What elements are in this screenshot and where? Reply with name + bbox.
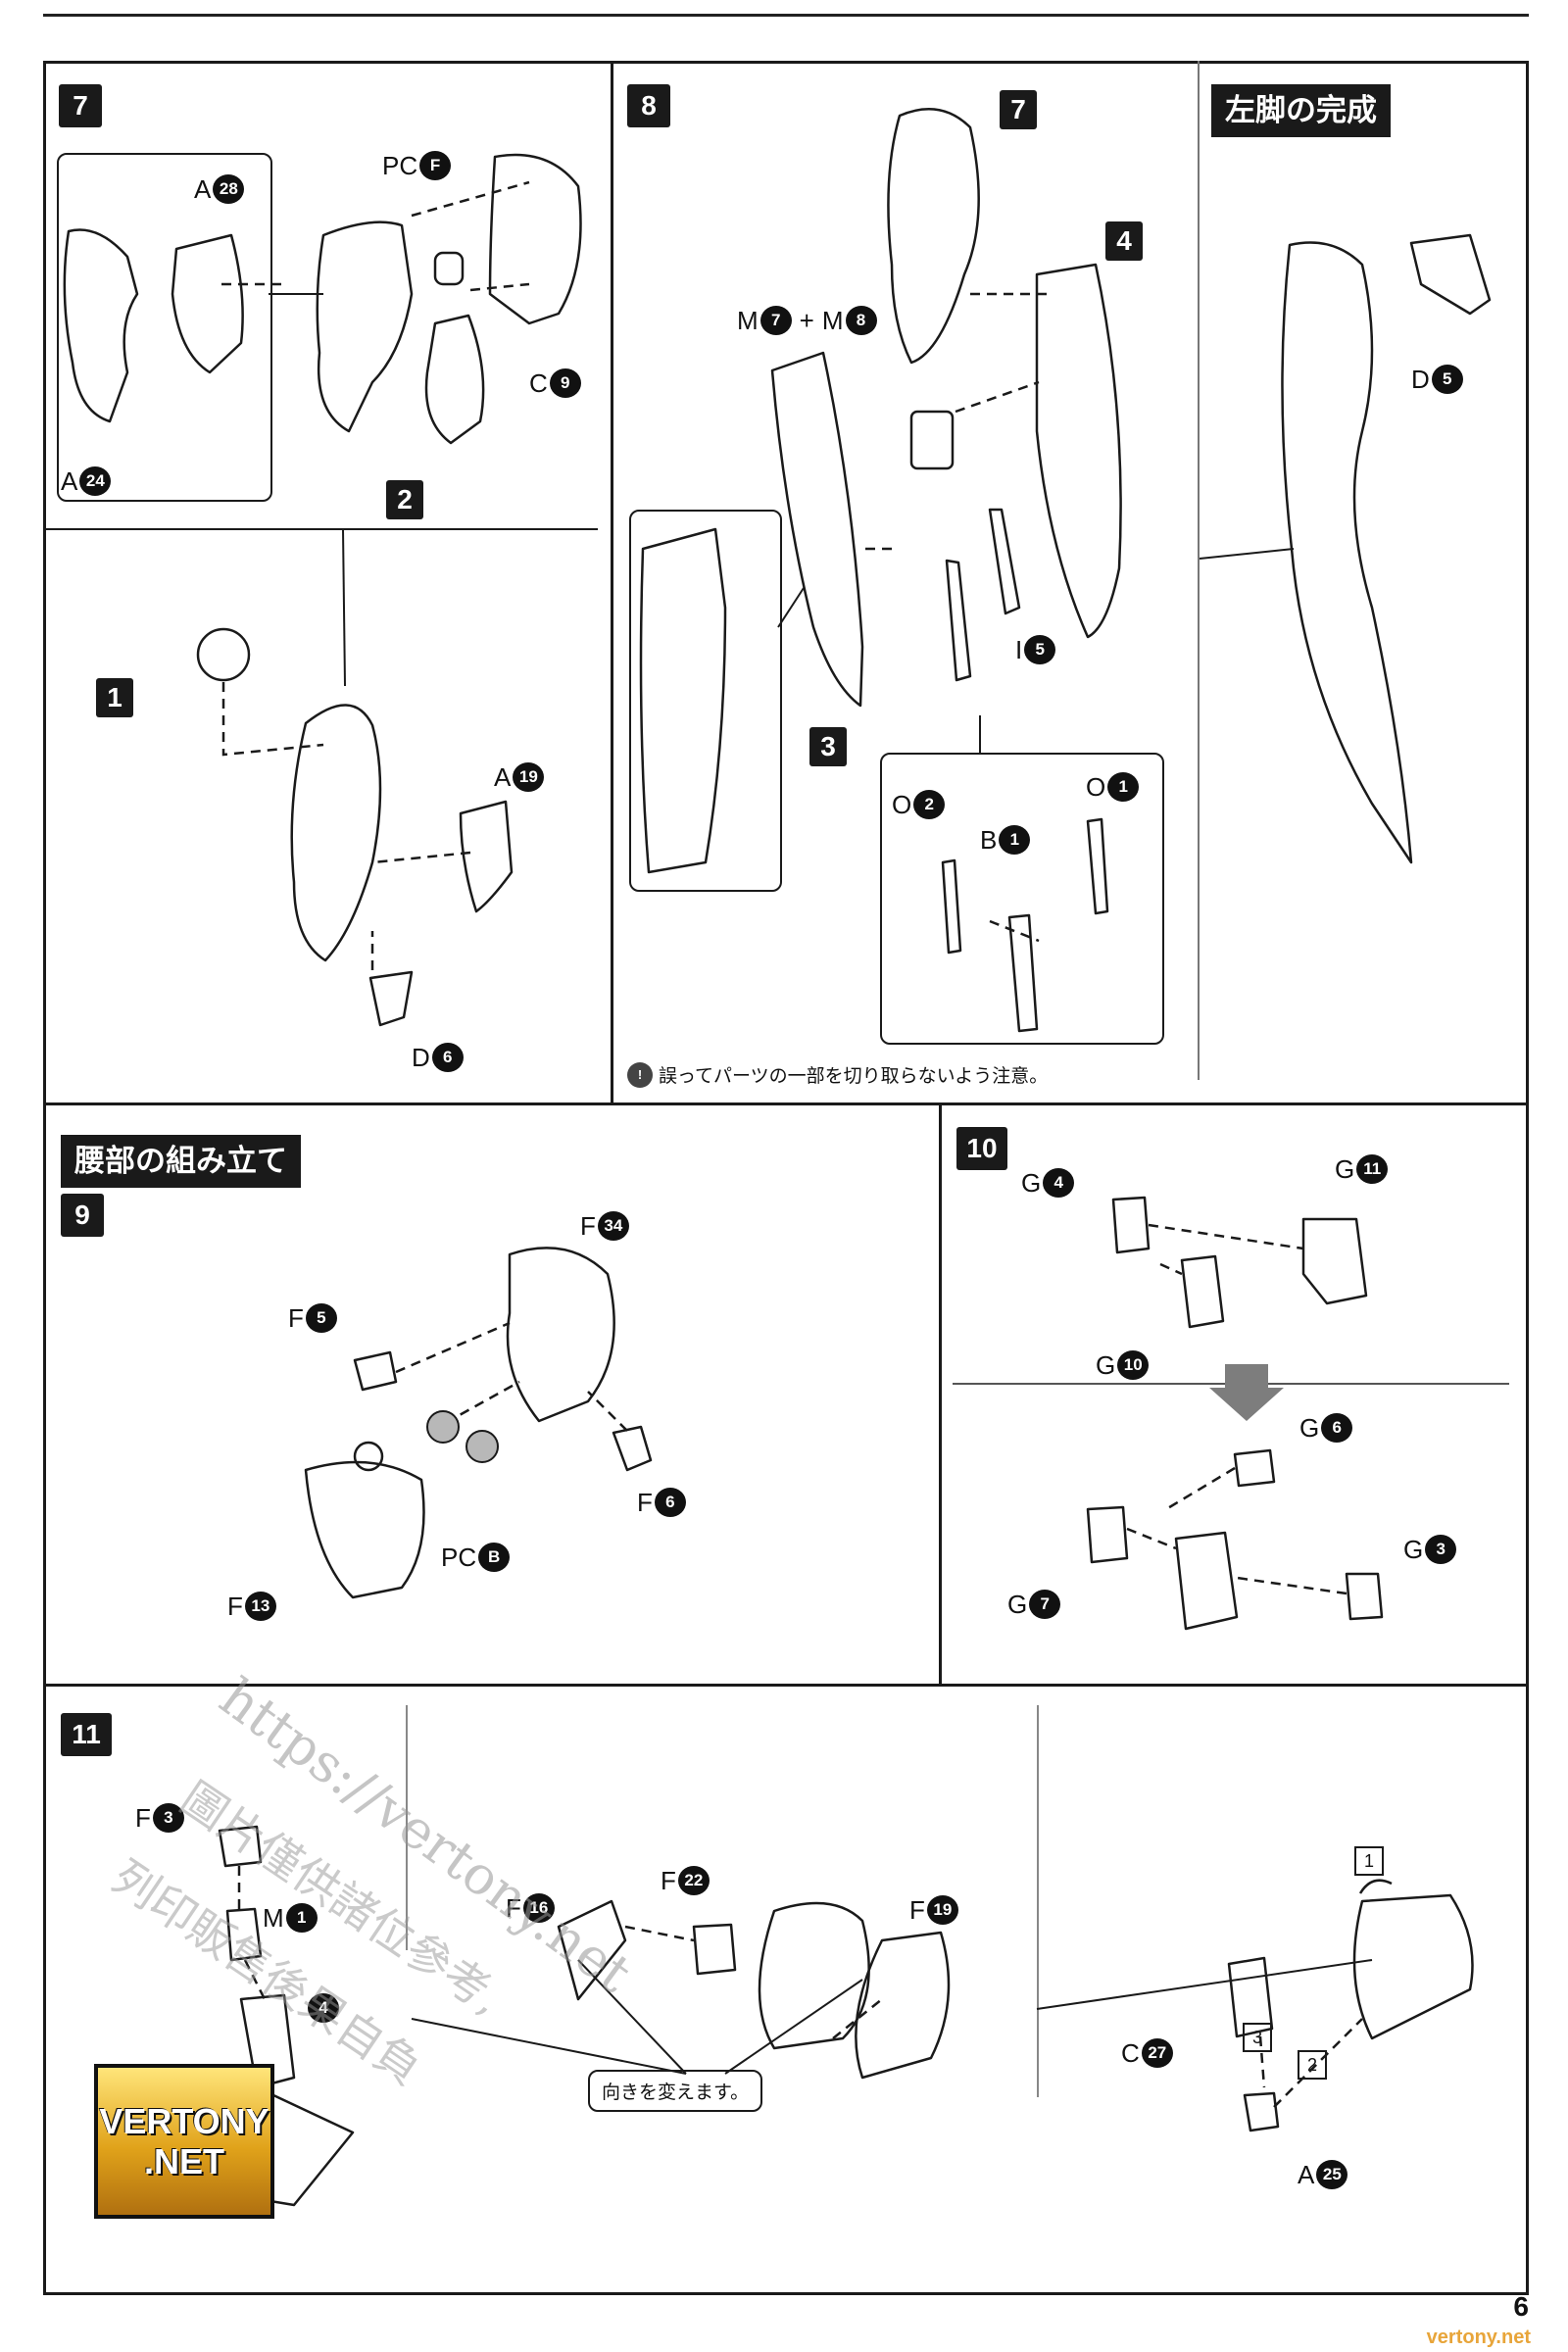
step-11-number: 11: [61, 1713, 112, 1756]
page-number: 6: [1513, 2291, 1529, 2322]
step-11-divider-b: [1037, 1705, 1039, 2097]
step-10-number: 10: [956, 1127, 1007, 1170]
subassembly-7: 7: [1000, 90, 1037, 129]
step-9-number: 9: [61, 1194, 104, 1237]
order-step-1: 1: [1354, 1846, 1384, 1876]
subassembly-4: 4: [1105, 221, 1143, 261]
part-label-4: 4: [306, 1991, 339, 2025]
step-8-inner-box: [629, 510, 782, 892]
divider-8-leftleg: [1198, 61, 1200, 1080]
divider-row1: [43, 1102, 1529, 1105]
warning-cut-icon: !: [627, 1061, 653, 1088]
divider-row2: [43, 1684, 1529, 1687]
step-7-number: 7: [59, 84, 102, 127]
subassembly-1: 1: [96, 678, 133, 717]
page-frame: [43, 61, 1529, 2295]
step-11-divider-a: [406, 1705, 408, 1950]
waist-heading: 腰部の組み立て: [61, 1135, 301, 1188]
caution-note: ! 誤ってパーツの一部を切り取らないよう注意。: [627, 1061, 1048, 1088]
order-step-2: 2: [1298, 2050, 1327, 2080]
order-step-3: 3: [1243, 2023, 1272, 2052]
step-8-number: 8: [627, 84, 670, 127]
step-7-detail-box: [57, 153, 272, 502]
subassembly-2: 2: [386, 480, 423, 519]
vertony-logo: VERTONY .NET: [94, 2064, 274, 2219]
top-rule: [43, 14, 1529, 17]
rotate-arrow-icon: [1358, 1879, 1393, 1894]
divider-7-8: [611, 61, 613, 1104]
down-arrow-icon: [1209, 1364, 1284, 1421]
subassembly-3: 3: [809, 727, 847, 766]
left-leg-heading: 左脚の完成: [1211, 84, 1391, 137]
divider-9-10: [939, 1102, 942, 1685]
footer-site: vertony.net: [1426, 2327, 1531, 2348]
